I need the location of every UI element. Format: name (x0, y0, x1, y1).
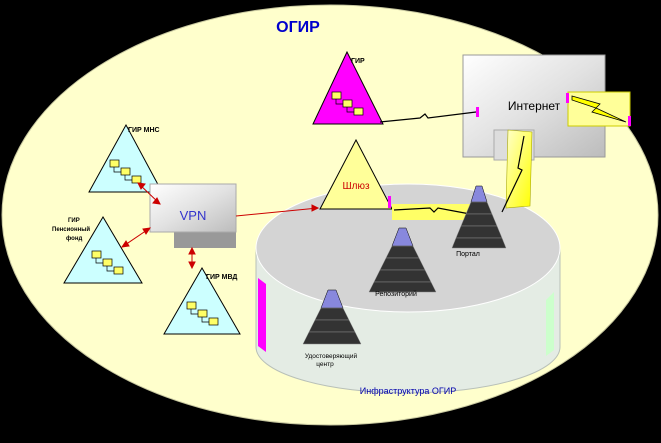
cert-center-pyramid[interactable] (302, 289, 362, 345)
internet-label: Интернет (508, 99, 561, 113)
gir-pension-label-3: фонд (66, 235, 82, 242)
gir-triangle[interactable] (312, 50, 384, 125)
gir-mns-label: ГИР МНС (128, 127, 160, 134)
gir-pension-label-2: Пенсионный (52, 226, 90, 233)
gateway-portal-link (392, 204, 471, 220)
external-link-bolt (566, 91, 631, 127)
cert-center-label-2: центр (316, 361, 334, 368)
portal-label: Портал (456, 251, 480, 258)
gateway-triangle[interactable]: Шлюз (319, 138, 393, 210)
vpn-label: VPN (180, 208, 207, 223)
repository-pyramid[interactable] (368, 227, 437, 293)
cert-center-label-1: Удостоверяющий (305, 352, 358, 360)
portal-pyramid[interactable] (451, 185, 507, 249)
repository-label: Репозиторий (375, 290, 417, 298)
gir-pension-label-1: ГИР (68, 218, 80, 224)
gir-mvd-triangle[interactable] (163, 266, 241, 335)
gateway-label: Шлюз (342, 181, 370, 192)
gir-label: ГИР (351, 58, 365, 65)
vpn-node[interactable]: VPN (149, 183, 237, 248)
gir-mvd-label: ГИР МВД (206, 274, 237, 281)
gir-mns-triangle[interactable] (88, 123, 163, 193)
infrastructure-label: Инфраструктура ОГИР (360, 386, 456, 396)
red-links (120, 182, 320, 270)
gir-internet-link (379, 111, 477, 123)
diagram-title: ОГИР (276, 19, 320, 36)
internet-portal-link (501, 129, 533, 213)
gir-pension-triangle[interactable] (63, 216, 143, 284)
